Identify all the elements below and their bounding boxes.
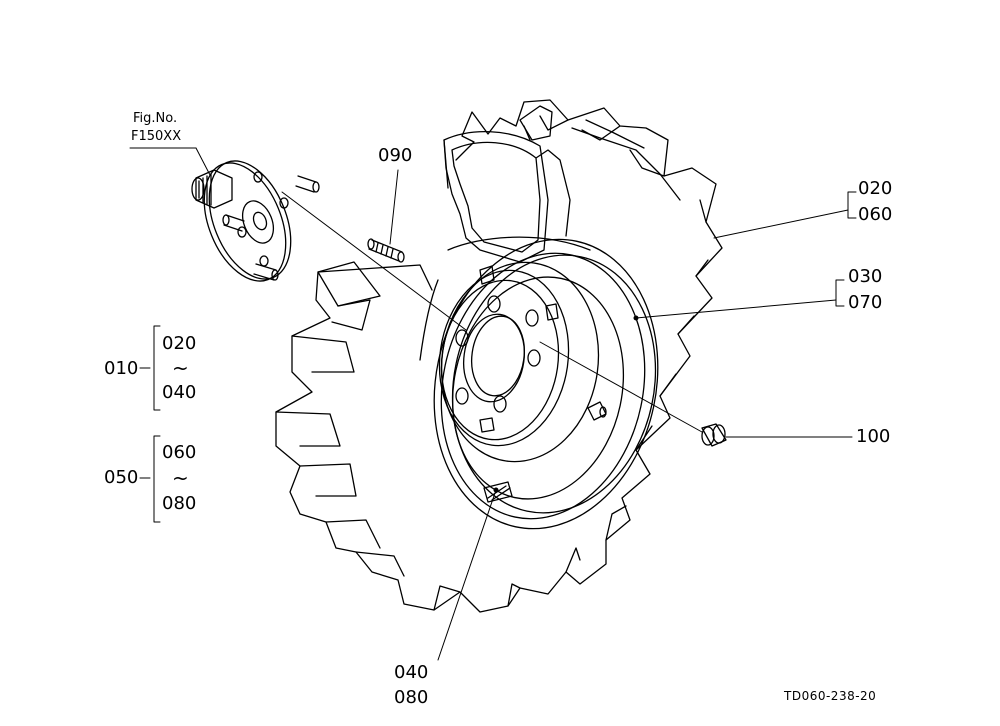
group-050-tilde: ~ <box>172 466 189 490</box>
group-010-code: 010 <box>104 358 139 379</box>
fig-no-label: Fig.No. <box>133 111 178 126</box>
group-010-to: 040 <box>162 382 197 403</box>
stud-bolt <box>368 239 404 262</box>
wheel-nut <box>702 424 726 446</box>
callout-030: 030 <box>848 266 883 287</box>
callout-090: 090 <box>378 145 413 166</box>
callout-020: 020 <box>858 178 893 199</box>
group-050-code: 050 <box>104 467 139 488</box>
wheel-rim <box>408 218 684 549</box>
callout-060: 060 <box>858 204 893 225</box>
group-010-from: 020 <box>162 333 197 354</box>
callout-080: 080 <box>394 687 429 708</box>
group-050-to: 080 <box>162 493 197 514</box>
tire <box>276 100 722 612</box>
group-050-from: 060 <box>162 442 197 463</box>
callout-100: 100 <box>856 426 891 447</box>
leader-lines <box>130 148 856 660</box>
group-010-tilde: ~ <box>172 356 189 380</box>
fig-no-value: F150XX <box>131 129 182 144</box>
callout-070: 070 <box>848 292 883 313</box>
drawing-id: TD060-238-20 <box>784 689 877 703</box>
axle-hub <box>188 149 319 293</box>
callout-040: 040 <box>394 662 429 683</box>
